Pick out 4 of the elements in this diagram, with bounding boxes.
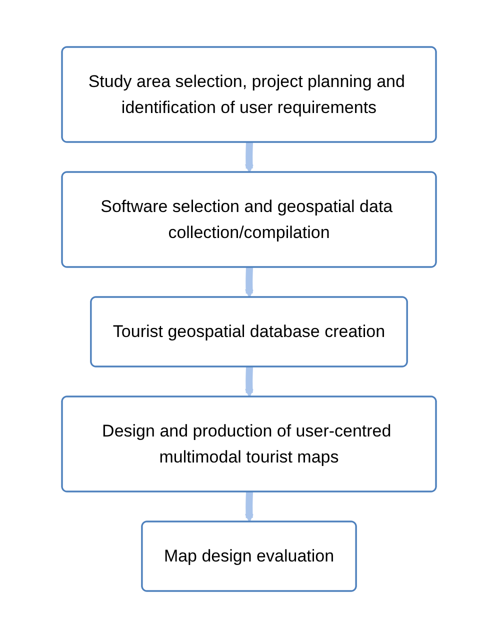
arrow bbox=[244, 490, 254, 522]
arrow bbox=[244, 266, 254, 298]
arrow bbox=[244, 365, 254, 397]
arrow bbox=[244, 140, 254, 172]
